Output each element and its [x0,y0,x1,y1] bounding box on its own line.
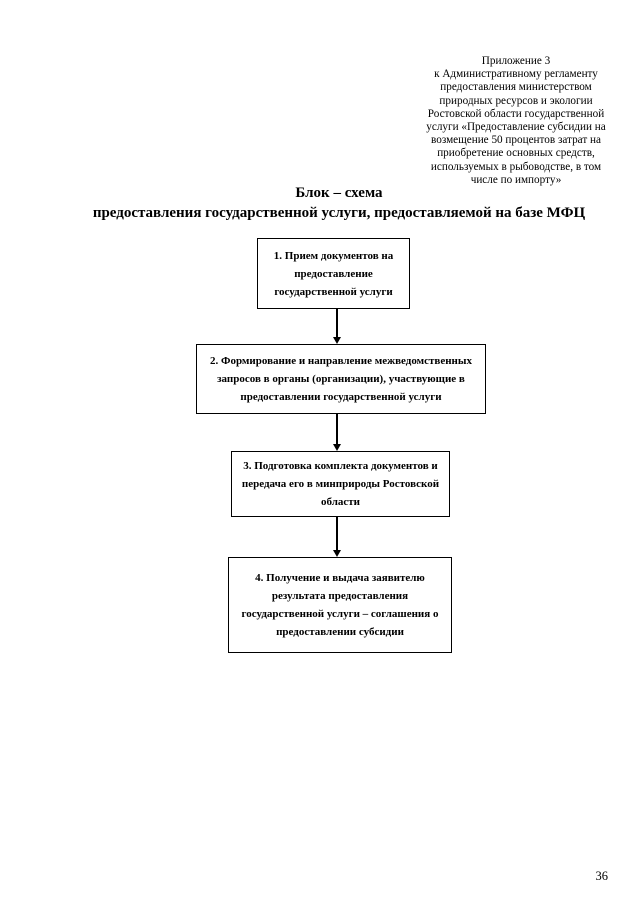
annex-line: Ростовской области государственной [427,107,605,120]
arrow-shaft [335,414,338,444]
flow-step-2-text-line: запросов в органы (организации), участву… [217,373,465,385]
flow-step-2-text-line: предоставлении государственной услуги [240,391,442,403]
flow-step-4-box: 4. Получение и выдача заявителю результа… [228,557,452,653]
flow-step-1-text-line: предоставление [294,267,373,280]
flow-arrow-3-icon [332,517,341,557]
page-number: 36 [595,869,609,883]
flow-step-3-box: 3. Подготовка комплекта документов и пер… [231,451,450,517]
flow-step-2-text-line: 2. Формирование и направление межведомст… [210,355,472,367]
annex-line: возмещение 50 процентов затрат на [431,134,601,147]
arrow-shaft [335,517,338,550]
arrow-head [332,444,341,451]
diagram-title: Блок – схема предоставления государствен… [38,183,640,223]
flow-step-4-text-line: государственной услуги – соглашения о [241,608,439,620]
arrow-head [332,550,341,557]
annex-line: предоставления министерством [440,81,592,94]
annex-reference: Приложение 3 к Административному регламе… [420,55,612,187]
arrow-head [332,337,341,344]
annex-line: к Административному регламенту [434,68,598,81]
flow-step-3-text-line: области [320,496,361,508]
annex-line: используемых в рыбоводстве, в том [430,160,602,173]
annex-line: услуги «Предоставление субсидии на [426,121,606,134]
flow-step-3-text-line: передача его в минприроды Ростовской [241,478,440,490]
arrow-shaft [335,309,338,337]
flow-step-4-text-line: 4. Получение и выдача заявителю [255,572,425,584]
annex-line: приобретение основных средств, [437,147,595,160]
diagram-title-line-2: предоставления государственной услуги, п… [92,205,586,221]
flow-step-4-text-line: результата предоставления [271,590,409,602]
flow-step-3-text-line: 3. Подготовка комплекта документов и [243,460,438,472]
annex-line: Приложение 3 [481,55,551,67]
flow-step-2-box: 2. Формирование и направление межведомст… [196,344,486,414]
flow-step-1-text-line: государственной услуги [274,285,393,298]
diagram-title-line-1: Блок – схема [295,185,383,201]
flow-step-1-text-line: 1. Прием документов на [273,249,394,262]
flow-arrow-1-icon [332,309,341,344]
annex-line: числе по импорту» [470,173,562,186]
annex-line: природных ресурсов и экологии [439,94,593,107]
flow-step-4-text-line: предоставлении субсидии [276,626,404,638]
flow-arrow-2-icon [332,414,341,451]
flow-step-1-box: 1. Прием документов на предоставление го… [257,238,410,309]
